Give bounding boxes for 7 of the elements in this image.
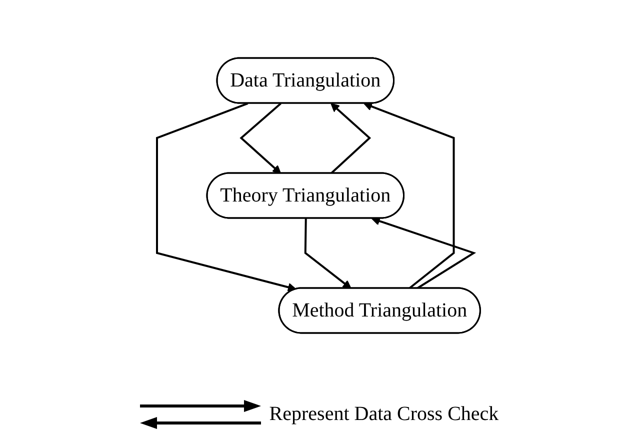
arrow [304, 218, 352, 289]
arrow [363, 102, 455, 290]
legend-text: Represent Data Cross Check [269, 402, 499, 426]
arrow [240, 102, 282, 174]
arrow [371, 216, 476, 290]
arrow [330, 103, 371, 174]
arrow [156, 102, 296, 292]
